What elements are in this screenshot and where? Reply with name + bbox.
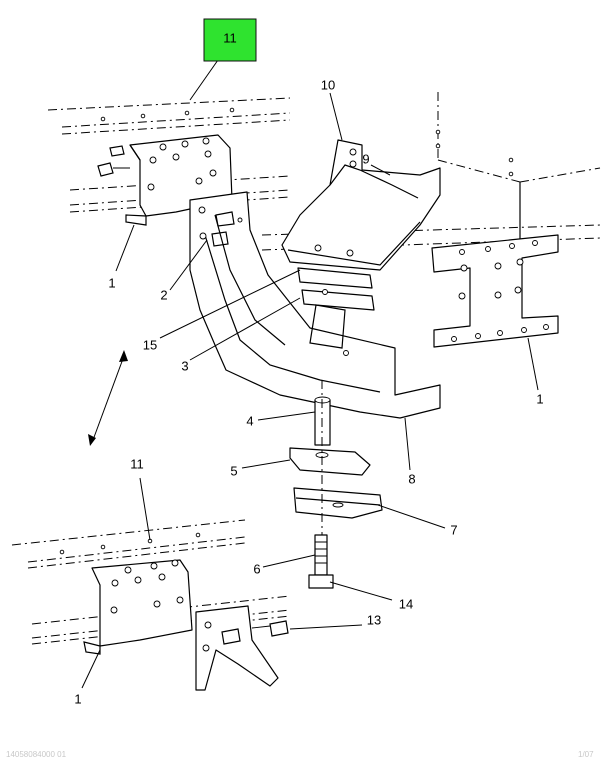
lower-detail-view <box>11 519 291 691</box>
hanger-bracket <box>189 191 441 419</box>
footer-left-text: 14058084000 01 <box>6 750 67 759</box>
callout-10[interactable]: 10 <box>321 77 335 92</box>
footer-right-text: 1/07 <box>578 750 594 759</box>
callout-5[interactable]: 5 <box>230 463 237 478</box>
callout-11-top[interactable]: 11 <box>223 30 237 45</box>
frame-rail-upper <box>47 97 291 213</box>
view-arrow <box>88 350 128 446</box>
callout-labels: 11 10 9 1 2 15 3 1 4 5 8 7 11 6 14 13 1 <box>74 30 543 706</box>
callout-13[interactable]: 13 <box>367 612 381 627</box>
bracket-right <box>431 234 559 348</box>
callout-9[interactable]: 9 <box>362 151 369 166</box>
leader-lines <box>81 59 539 689</box>
callout-6[interactable]: 6 <box>253 561 260 576</box>
callout-3[interactable]: 3 <box>181 358 188 373</box>
callout-1-right[interactable]: 1 <box>536 391 543 406</box>
spring-seat <box>281 139 441 271</box>
bracket-left-upper <box>97 134 233 226</box>
callout-7[interactable]: 7 <box>450 522 457 537</box>
callout-11-bottom[interactable]: 11 <box>130 456 144 471</box>
highlight-box <box>203 18 257 62</box>
callout-2[interactable]: 2 <box>160 287 167 302</box>
exploded-stack <box>289 380 383 589</box>
callout-15[interactable]: 15 <box>143 337 157 352</box>
callout-14[interactable]: 14 <box>399 596 413 611</box>
spring-leaves <box>297 267 375 356</box>
callout-8[interactable]: 8 <box>408 471 415 486</box>
callout-4[interactable]: 4 <box>246 413 253 428</box>
callout-1-left[interactable]: 1 <box>108 275 115 290</box>
callout-1-bottom[interactable]: 1 <box>74 691 81 706</box>
